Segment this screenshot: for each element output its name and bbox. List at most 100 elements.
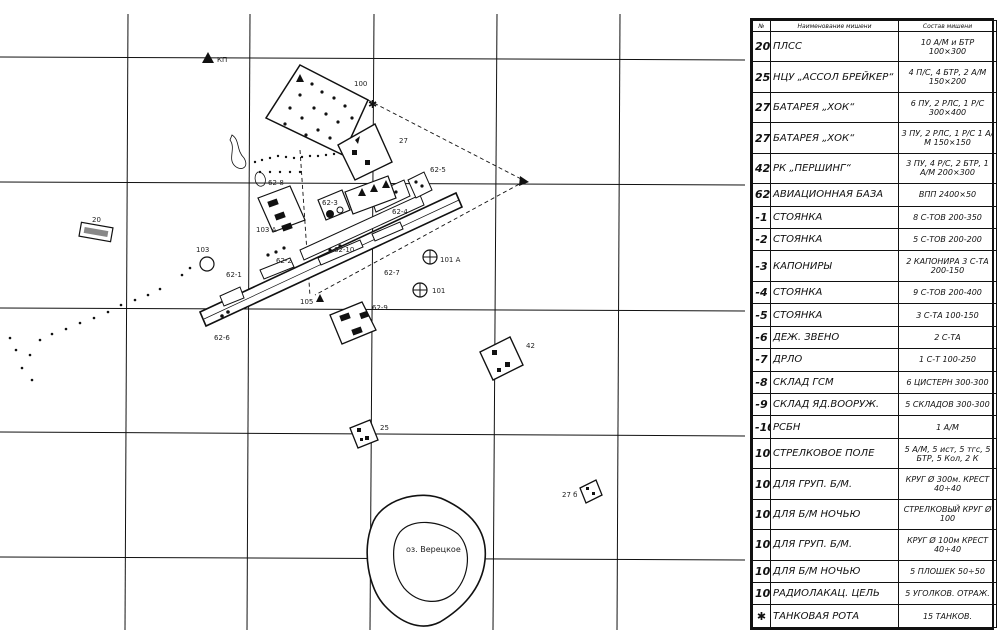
- label-103a: 103 А: [256, 226, 277, 234]
- target-62-9-storage: [329, 301, 377, 345]
- target-101a-circle: [422, 249, 438, 265]
- label-62-1: 62-1: [226, 271, 242, 279]
- legend-composition: 3 ПУ, 4 Р/С, 2 БТР, 1 А/М 200×300: [898, 152, 997, 185]
- legend-header-comp: Состав мишени: [898, 20, 997, 32]
- legend-num: 101: [752, 468, 771, 500]
- target-62-8-depot: [257, 185, 306, 233]
- target-62-3-block: [317, 189, 351, 221]
- legend-composition: КРУГ Ø 100м КРЕСТ 40÷40: [898, 529, 997, 561]
- legend-name: СТОЯНКА: [770, 205, 899, 230]
- legend-composition: СТРЕЛКОВЫЙ КРУГ Ø 100: [898, 498, 997, 531]
- legend-composition: 2 КАПОНИРА 3 С-ТА 200-150: [898, 250, 997, 282]
- legend-composition: 5 С-ТОВ 200-200: [898, 228, 997, 252]
- legend-name: КАПОНИРЫ: [770, 250, 899, 282]
- kp-label: КП: [217, 56, 227, 64]
- legend-num: -6: [752, 325, 771, 350]
- legend-num: 62: [752, 183, 771, 207]
- legend-num: -7: [752, 348, 771, 372]
- legend-composition: 8 С-ТОВ 200-350: [898, 205, 997, 230]
- legend-num: -5: [752, 303, 771, 327]
- legend-name: СТРЕЛКОВОЕ ПОЛЕ: [770, 437, 899, 470]
- legend-row: 27вБАТАРЕЯ „ХОК“3 ПУ, 2 РЛС, 1 Р/С 1 А/М…: [752, 122, 997, 154]
- label-105: 105: [300, 298, 313, 306]
- legend-num: -1: [752, 205, 771, 230]
- legend-name: РСБН: [770, 415, 899, 439]
- legend-num: 27в: [752, 122, 771, 154]
- target-27-hawk-battery: [337, 123, 393, 181]
- legend-name: ТАНКОВАЯ РОТА: [770, 604, 899, 628]
- target-42-pershing: [479, 336, 524, 381]
- legend-name: ДРЛО: [770, 348, 899, 372]
- target-20: [78, 221, 114, 243]
- legend-header-row: № Наименование мишени Состав мишени: [752, 20, 997, 32]
- legend-composition: 4 П/С, 4 БТР, 2 А/М 150×200: [898, 61, 997, 93]
- label-20: 20: [92, 216, 101, 224]
- legend-composition: 1 С-Т 100-250: [898, 348, 997, 372]
- legend-composition: 5 ПЛОШЕК 50÷50: [898, 559, 997, 584]
- target-62-4-block: [344, 175, 397, 215]
- legend-num: 27: [752, 91, 771, 124]
- legend-composition: 3 С-ТА 100-150: [898, 303, 997, 327]
- label-62-9: 62-9: [372, 304, 388, 312]
- legend-name: ДЛЯ Б/М НОЧЬЮ: [770, 498, 899, 531]
- legend-composition: 10 А/М и БТР 100×300: [898, 30, 997, 63]
- label-62-7: 62-7: [384, 269, 400, 277]
- label-27b: 27 б: [562, 491, 577, 499]
- legend-num: -10: [752, 415, 771, 439]
- legend-num: ✱: [752, 604, 771, 628]
- legend-composition: 5 А/М, 5 ист, 5 тгс, 5 БТР, 5 Кол, 2 К: [898, 437, 997, 470]
- label-62-6: 62-6: [214, 334, 230, 342]
- radar-target-105-icon: [316, 294, 324, 302]
- legend-name: СТОЯНКА: [770, 280, 899, 305]
- target-25-command-post: [349, 419, 379, 449]
- target-103-circle: [199, 256, 215, 272]
- legend-num: -8: [752, 370, 771, 395]
- legend-num: 25: [752, 61, 771, 93]
- legend-num: 105: [752, 582, 771, 606]
- legend-num: 100: [752, 437, 771, 470]
- legend-composition: 5 СКЛАДОВ 300-300: [898, 392, 997, 417]
- legend-composition: КРУГ Ø 300м. КРЕСТ 40÷40: [898, 468, 997, 500]
- legend-header-num: №: [752, 20, 771, 32]
- legend-header-name: Наименование мишени: [770, 20, 899, 32]
- legend-row: 101АДЛЯ ГРУП. Б/М.КРУГ Ø 100м КРЕСТ 40÷4…: [752, 529, 997, 561]
- legend-name: НЦУ „АССОЛ БРЕЙКЕР“: [770, 61, 899, 93]
- legend-num: -4: [752, 280, 771, 305]
- legend-composition: 6 ЦИСТЕРН 300-300: [898, 370, 997, 395]
- legend-row: -10РСБН1 А/М: [752, 415, 997, 439]
- label-62-5: 62-5: [430, 166, 446, 174]
- label-62-2: 62-2: [276, 257, 292, 265]
- sector-arrow-icon: [519, 176, 529, 186]
- legend-name: СТОЯНКА: [770, 303, 899, 327]
- contour-small: [254, 171, 266, 187]
- legend-num: 42: [752, 152, 771, 185]
- legend-name: ПЛСС: [770, 30, 899, 63]
- legend-name: БАТАРЕЯ „ХОК“: [770, 91, 899, 124]
- label-62-3: 62-3: [322, 199, 338, 207]
- legend-name: СКЛАД ЯД.ВООРУЖ.: [770, 392, 899, 417]
- legend-name: АВИАЦИОННАЯ БАЗА: [770, 183, 899, 207]
- legend-name: БАТАРЕЯ „ХОК“: [770, 122, 899, 154]
- legend-name: РАДИОЛАКАЦ. ЦЕЛЬ: [770, 582, 899, 606]
- legend-composition: 1 А/М: [898, 415, 997, 439]
- label-62-4: 62-4: [392, 208, 408, 216]
- target-27b-battery: [579, 479, 603, 504]
- legend-name: СКЛАД ГСМ: [770, 370, 899, 395]
- legend-name: ДЛЯ ГРУП. Б/М.: [770, 468, 899, 500]
